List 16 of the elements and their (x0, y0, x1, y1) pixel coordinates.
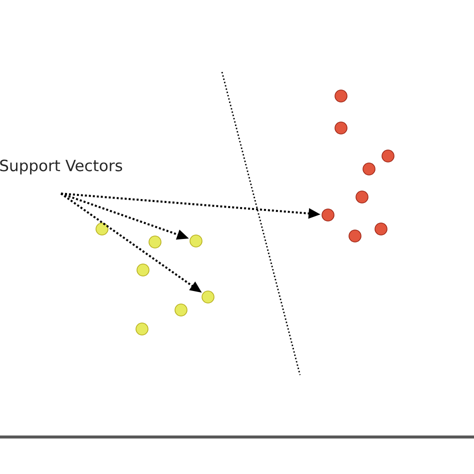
data-point (322, 208, 334, 222)
label-text: Support Vectors (0, 160, 122, 174)
data-point (356, 190, 368, 204)
data-point (334, 90, 348, 102)
data-point (202, 290, 214, 304)
data-point (334, 122, 348, 134)
data-point (348, 230, 362, 242)
data-point (374, 222, 388, 236)
data-point (96, 222, 108, 236)
data-point (148, 236, 162, 248)
data-point (362, 162, 376, 176)
data-point (190, 234, 202, 248)
data-point (174, 304, 188, 316)
data-point (136, 264, 150, 276)
data-point (382, 150, 394, 162)
data-point (136, 322, 148, 336)
